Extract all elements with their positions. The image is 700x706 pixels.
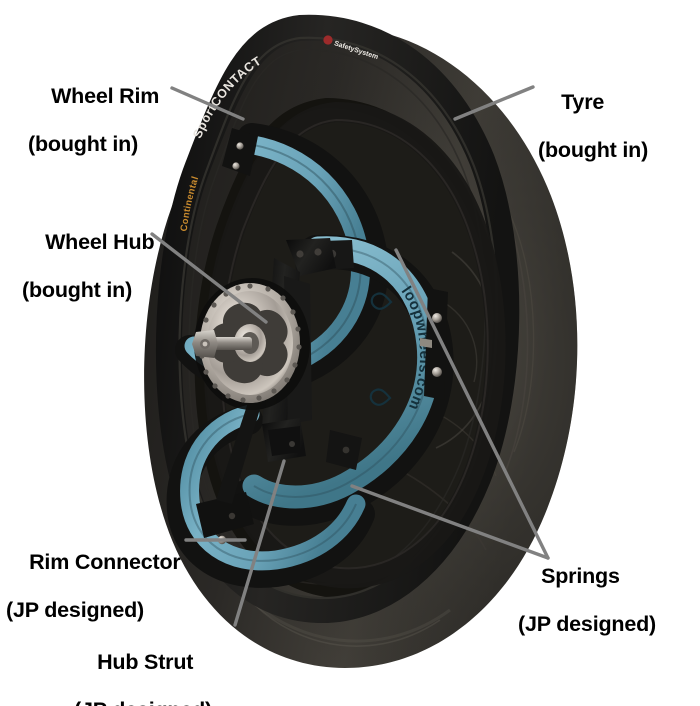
callout-wheel-hub-line2: (bought in) bbox=[22, 278, 133, 303]
callout-wheel-hub-line1: Wheel Hub bbox=[45, 230, 155, 255]
callout-rim-connector-line2: (JP designed) bbox=[6, 598, 144, 623]
callout-tyre-line2: (bought in) bbox=[538, 138, 649, 163]
leader-hub-strut bbox=[233, 459, 286, 627]
callout-tyre: Tyre (bought in) bbox=[538, 66, 648, 210]
callout-hub-strut: Hub Strut (JP designed) bbox=[74, 626, 212, 706]
leader-tyre bbox=[453, 85, 535, 121]
callout-springs: Springs (JP designed) bbox=[518, 540, 656, 684]
wheel-hub bbox=[192, 278, 310, 410]
callout-rim-connector-line1: Rim Connector bbox=[29, 550, 181, 575]
leader-wheel-rim bbox=[170, 86, 245, 121]
callout-hub-strut-line1: Hub Strut bbox=[97, 650, 194, 675]
callout-rim-connector: Rim Connector (JP designed) bbox=[6, 526, 181, 670]
leader-springs-upper bbox=[394, 248, 550, 560]
leader-springs-lower bbox=[350, 484, 550, 560]
spring-bottom-left bbox=[166, 404, 375, 588]
callout-tyre-line1: Tyre bbox=[561, 90, 605, 115]
callout-hub-strut-line2: (JP designed) bbox=[74, 698, 212, 706]
callout-springs-line2: (JP designed) bbox=[518, 612, 656, 637]
callout-wheel-rim-line2: (bought in) bbox=[28, 132, 139, 157]
callout-wheel-rim: Wheel Rim (bought in) bbox=[28, 60, 159, 204]
callout-springs-line1: Springs bbox=[541, 564, 620, 589]
callout-wheel-rim-line1: Wheel Rim bbox=[51, 84, 160, 109]
callout-wheel-hub: Wheel Hub (bought in) bbox=[22, 206, 155, 350]
leader-wheel-hub bbox=[150, 232, 268, 324]
wheel-rim-far-side bbox=[204, 101, 506, 589]
